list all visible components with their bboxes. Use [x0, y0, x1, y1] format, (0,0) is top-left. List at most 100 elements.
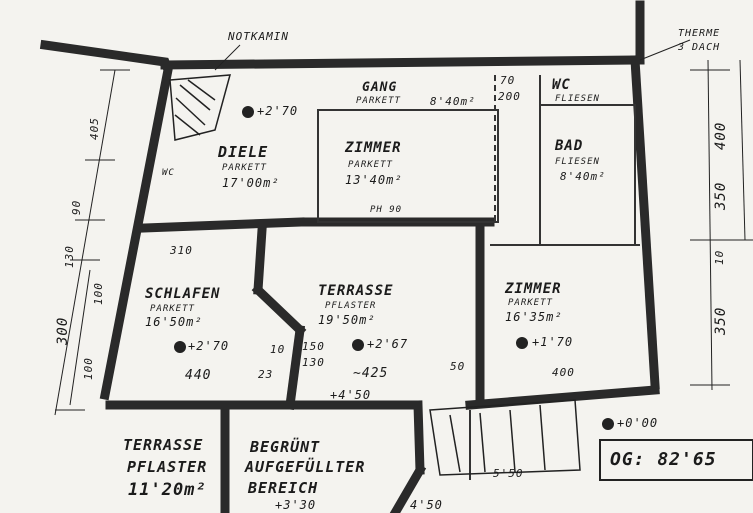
level-bottom-mid: +4'50	[330, 388, 372, 402]
wall-lines	[39, 0, 660, 513]
stair-outline	[169, 74, 232, 141]
level-markers	[174, 106, 614, 430]
dim-70: 70	[500, 74, 516, 87]
level-bottom-b: 4'50	[410, 498, 443, 512]
north-wall	[160, 55, 645, 70]
stair-wall-diag	[389, 463, 427, 513]
level-bottom-a: +3'30	[275, 498, 317, 512]
begruent-line2: AUFGEFÜLLTER	[245, 458, 366, 476]
stair-step	[187, 79, 216, 101]
stair-diele	[169, 74, 232, 141]
room-zimmer1-area: 13'40m²	[345, 173, 403, 187]
dim-line	[54, 69, 116, 416]
room-schlafen-floor: PARKETT	[150, 304, 195, 314]
room-schlafen-name: SCHLAFEN	[145, 286, 221, 302]
room-bad-floor: FLIESEN	[555, 157, 600, 167]
dim-425: ~425	[353, 366, 389, 381]
room-diele-area: 17'00m²	[222, 176, 280, 190]
room-wc-name: WC	[552, 77, 571, 93]
room-terrasse-name: TERRASSE	[318, 283, 394, 299]
room-bad-area: 8'40m²	[560, 170, 606, 183]
og-total: OG: 82'65	[610, 449, 717, 470]
room-gang-name: GANG	[362, 80, 398, 95]
dim-right-350a: 350	[713, 181, 729, 210]
begruent-line3: BEREICH	[248, 479, 319, 497]
level-zimmer2: +1'70	[532, 335, 574, 349]
room-diele-floor: PARKETT	[222, 163, 267, 173]
og-box-frame	[599, 439, 753, 481]
room-terrasse-unten-name: TERRASSE	[123, 436, 204, 454]
dim-130: 130	[302, 356, 325, 369]
dim-310: 310	[170, 244, 193, 257]
leader-line	[214, 44, 241, 71]
dim-lines-right	[690, 59, 753, 391]
dim-line	[69, 269, 91, 406]
therme-label: THERME	[678, 28, 721, 39]
stair-step	[175, 97, 206, 126]
dim-right-400: 400	[713, 121, 729, 150]
room-zimmer1-floor: PARKETT	[348, 160, 393, 170]
dim-wc-lbl: WC	[162, 168, 175, 178]
level-marker	[242, 106, 254, 118]
dim-line	[707, 59, 713, 391]
stair-step	[509, 409, 516, 473]
level-marker	[174, 341, 186, 353]
dim-left-405: 405	[88, 117, 101, 140]
zimmer1-outline	[317, 109, 499, 223]
room-zimmer1-name: ZIMMER	[345, 140, 402, 156]
begruent-line1: BEGRÜNT	[250, 438, 321, 456]
level-schlafen: +2'70	[188, 339, 230, 353]
dim-ph90: PH 90	[370, 205, 403, 215]
leader-line	[639, 39, 691, 61]
dim-left-100: 100	[82, 357, 95, 380]
dim-440: 440	[185, 368, 212, 383]
level-terrasse: +2'67	[367, 337, 409, 351]
room-gang-floor: PARKETT	[356, 96, 401, 106]
stair-wall-west	[413, 400, 425, 475]
dim-stufen: 5'50	[493, 467, 524, 480]
dim-left-90: 90	[70, 199, 83, 215]
stair-step	[479, 412, 486, 473]
level-stair: +0'00	[617, 416, 659, 430]
level-marker	[516, 337, 528, 349]
notkamin-label: NOTKAMIN	[228, 30, 289, 43]
room-terrasse-unten-floor: PFLASTER	[127, 458, 208, 476]
partition-wall-1	[140, 217, 305, 233]
room-terrasse-floor: PFLASTER	[325, 301, 377, 311]
dim-left-100b: 100	[92, 282, 105, 305]
east-wall	[630, 55, 660, 390]
stair-step	[449, 414, 461, 473]
dim-50: 50	[450, 360, 466, 373]
room-zimmer2-name: ZIMMER	[505, 281, 562, 297]
stair-step	[174, 114, 201, 136]
dim-150: 150	[302, 340, 325, 353]
schlafen-wall-a	[253, 225, 267, 295]
dim-left-300: 300	[55, 316, 71, 345]
dim-10: 10	[270, 343, 286, 356]
room-schlafen-area: 16'50m²	[145, 315, 203, 329]
level-marker	[352, 339, 364, 351]
dim-right-10: 10	[713, 249, 726, 265]
room-zimmer2-floor: PARKETT	[508, 298, 553, 308]
stair-step	[539, 404, 546, 471]
dim-400: 400	[552, 366, 575, 379]
stair-lower-outline	[429, 399, 581, 476]
room-zimmer2-area: 16'35m²	[505, 310, 563, 324]
room-bad-name: BAD	[555, 138, 584, 154]
dim-23: 23	[258, 368, 274, 381]
dim-line	[739, 59, 746, 241]
dim-right-350b: 350	[713, 306, 729, 335]
schlafen-wall-c	[284, 324, 306, 411]
level-diele: +2'70	[257, 104, 299, 118]
room-diele-name: DIELE	[218, 143, 269, 161]
dim-lines-left	[54, 69, 130, 416]
level-marker	[602, 418, 614, 430]
room-terrasse-area: 19'50m²	[318, 313, 376, 327]
room-terrasse-unten-area: 11'20m²	[128, 480, 207, 500]
stair-lower	[429, 399, 581, 476]
room-wc-floor: FLIESEN	[555, 94, 600, 104]
south-east-wall	[465, 385, 660, 410]
dach-label: 3 DACH	[678, 42, 721, 53]
stair-step	[179, 84, 211, 111]
